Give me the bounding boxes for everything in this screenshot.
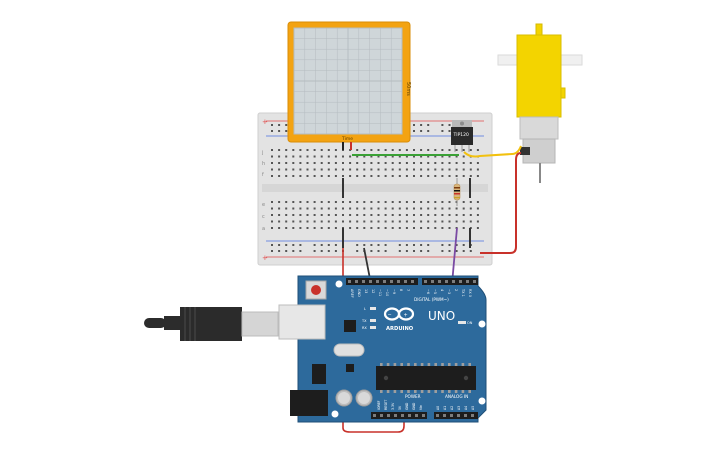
voltage-regulator (312, 364, 326, 384)
power-pin-label: 5V (398, 405, 402, 410)
header-digital-right (422, 278, 478, 285)
digital-pin-label: 2 (454, 289, 458, 291)
digital-pin-label: 8 (399, 289, 403, 291)
svg-text:h: h (262, 161, 265, 167)
arduino-model: UNO (428, 309, 455, 323)
oscilloscope-scale-label: 50ms (405, 82, 411, 96)
svg-text:f: f (262, 172, 264, 178)
oscilloscope[interactable]: 50ms Time (287, 21, 411, 150)
resistor[interactable] (453, 178, 461, 206)
tx-led-label: TX (361, 319, 367, 323)
analog-pin-label: A1 (443, 406, 447, 410)
power-pin-label: GND (405, 402, 409, 410)
digital-pin-label: ~3 (447, 289, 451, 294)
digital-pin-label: RX 0 (468, 289, 472, 297)
mounting-hole (478, 397, 486, 405)
on-led (458, 321, 466, 324)
usb-chip (344, 320, 356, 332)
yellow-wire-motor[interactable] (463, 145, 522, 158)
rx-led (370, 326, 376, 329)
digital-pin-label: ~9 (392, 289, 396, 294)
analog-pin-label: A3 (457, 406, 461, 410)
svg-text:c: c (262, 214, 265, 220)
digital-pin-label: TX 1 (461, 288, 465, 297)
digital-pin-label: 13 (364, 289, 368, 293)
rail-plus-top: + (262, 118, 268, 126)
analog-label: ANALOG IN (445, 394, 468, 399)
digital-pin-holes (348, 280, 476, 283)
tx-led (370, 319, 376, 322)
rail-plus-bottom: + (262, 254, 268, 262)
l-led (370, 307, 376, 310)
usb-cable[interactable] (144, 307, 279, 341)
svg-text:j: j (261, 150, 263, 156)
power-pin-label: 3.3V (391, 402, 395, 410)
transistor-label: TIP120 (453, 132, 470, 138)
svg-text:−: − (388, 312, 392, 318)
breadboard: j h f e c a + + (257, 112, 493, 266)
power-pin-label: GND (412, 402, 416, 410)
arduino-logo: − + (383, 307, 415, 321)
svg-text:e: e (262, 202, 265, 208)
analog-pin-label: A2 (450, 406, 454, 410)
mounting-hole (478, 320, 486, 328)
header-digital-left (346, 278, 418, 285)
transistor-tip120[interactable]: TIP120 (451, 120, 473, 152)
analog-pin-label: A0 (436, 406, 440, 410)
bottom-pin-holes (373, 414, 474, 417)
power-label: POWER (405, 394, 421, 399)
digital-pin-label: AREF (350, 289, 354, 298)
rx-led-label: RX (362, 326, 367, 330)
analog-pin-label: A4 (464, 406, 468, 410)
digital-pin-label: ~11 (378, 289, 382, 296)
l-led-label: L (364, 307, 366, 311)
red-wire-motor[interactable] (480, 152, 522, 254)
arduino-brand: ARDUINO (386, 326, 414, 332)
digital-pin-label: ~6 (426, 289, 430, 294)
digital-label: DIGITAL (PWM~) (414, 297, 449, 302)
power-jack[interactable] (290, 390, 328, 416)
header-analog (434, 412, 478, 419)
mounting-hole (335, 280, 343, 288)
breadboard-row-letters: j h f e c a (261, 150, 265, 232)
header-power (371, 412, 427, 419)
power-pin-label: IOREF (377, 400, 381, 410)
on-led-label: ON (467, 321, 473, 325)
dc-motor[interactable] (497, 23, 583, 183)
atmega-chip-pins (380, 363, 471, 393)
heatsink-hole (460, 121, 464, 126)
usb-port[interactable] (278, 304, 326, 340)
oscilloscope-grid (294, 28, 402, 134)
digital-pin-label: 4 (440, 289, 444, 291)
digital-pin-label: 12 (371, 289, 375, 293)
red-wire-5v[interactable] (342, 248, 405, 433)
analog-pin-label: A5 (471, 406, 475, 410)
digital-pin-label: ~10 (385, 289, 389, 296)
svg-text:+: + (404, 313, 408, 319)
power-pin-label: RESET (384, 400, 388, 410)
purple-wire-pwm[interactable] (451, 227, 458, 285)
crystal (333, 343, 365, 357)
oscilloscope-time-label: Time (341, 136, 353, 142)
digital-pin-label: ~5 (433, 289, 437, 294)
mounting-hole (331, 410, 339, 418)
power-pin-label: Vin (419, 405, 423, 410)
digital-pin-label: GND (357, 289, 361, 297)
atmega-chip (376, 366, 476, 390)
smd-component (346, 364, 354, 372)
reset-button-cap[interactable] (311, 285, 321, 295)
svg-text:a: a (262, 226, 265, 232)
digital-pin-label: 7 (406, 289, 410, 291)
